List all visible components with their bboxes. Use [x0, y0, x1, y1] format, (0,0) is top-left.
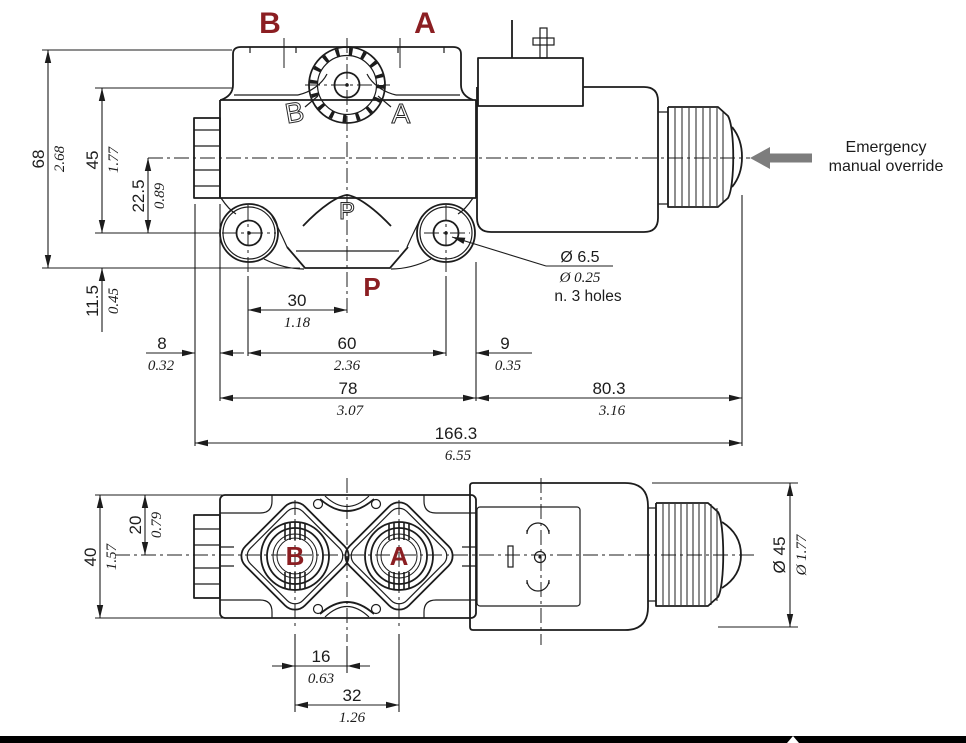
port-b-label-top: B — [259, 7, 281, 40]
dim-height-68: 68 2.68 — [29, 50, 68, 268]
dim-8-mm: 8 — [157, 334, 166, 353]
dim-166-3-inch: 6.55 — [445, 448, 472, 464]
dim-width-8: 8 0.32 — [146, 334, 244, 374]
dim-9-inch: 0.35 — [495, 358, 522, 374]
dim-80-3-mm: 80.3 — [592, 379, 625, 398]
dim-height-45: 45 1.77 — [83, 88, 122, 233]
dim-30-inch: 1.18 — [284, 315, 311, 331]
dim-166-3-mm: 166.3 — [435, 424, 478, 443]
top-view-centerlines — [148, 38, 750, 315]
dim-16-mm: 16 — [312, 647, 331, 666]
port-a-label-bottom: A — [390, 541, 409, 571]
dim-16-inch: 0.63 — [308, 671, 334, 687]
holes-diameter-inch: Ø 0.25 — [559, 270, 601, 286]
dim-width-16: 16 0.63 — [272, 647, 370, 687]
emergency-override-label-line1: Emergency — [846, 139, 927, 156]
dim-diameter-45: Ø 45 Ø 1.77 — [770, 483, 810, 627]
dim-width-166-3: 166.3 6.55 — [195, 424, 742, 464]
holes-callout: Ø 6.5 Ø 0.25 n. 3 holes — [451, 236, 622, 305]
dim-width-80-3: 80.3 3.16 — [476, 379, 742, 419]
engraved-port-a: A — [392, 98, 411, 129]
dim-68-inch: 2.68 — [52, 145, 68, 172]
dim-60-inch: 2.36 — [334, 358, 361, 374]
dim-80-3-inch: 3.16 — [598, 403, 626, 419]
dim-32-mm: 32 — [343, 686, 362, 705]
engraved-port-p: P — [339, 198, 355, 225]
dim-32-inch: 1.26 — [339, 710, 366, 726]
solenoid-coil-bottom — [469, 482, 657, 631]
bottom-view: B A — [81, 478, 810, 726]
dim-width-60: 60 2.36 — [248, 334, 446, 374]
connector-slot — [507, 545, 514, 568]
dim-78-inch: 3.07 — [336, 403, 365, 419]
port-b-bottom — [260, 521, 330, 591]
hex-plug-bottom — [193, 514, 221, 599]
emergency-override-annotation: Emergency manual override — [750, 139, 943, 175]
dim-22-5-mm: 22.5 — [129, 179, 148, 212]
dim-11-5-inch: 0.45 — [106, 287, 122, 314]
port-p-label: P — [363, 272, 380, 302]
dim-height-20: 20 0.79 — [126, 495, 165, 555]
dim-40-inch: 1.57 — [104, 542, 120, 570]
mounting-boss-right — [416, 203, 476, 263]
port-a-label-top: A — [414, 7, 436, 40]
holes-count-note: n. 3 holes — [554, 288, 621, 305]
dim-height-40: 40 1.57 — [81, 495, 120, 618]
solenoid-coil-side — [476, 20, 669, 233]
valve-body-bottom — [219, 494, 477, 619]
center-boss — [308, 46, 386, 124]
dim-width-32: 32 1.26 — [295, 686, 399, 726]
dim-20-inch: 0.79 — [149, 511, 165, 538]
dim-dia45-inch: Ø 1.77 — [794, 533, 810, 576]
dim-30-mm: 30 — [288, 291, 307, 310]
dim-height-22-5: 22.5 0.89 — [129, 158, 168, 233]
din-connector-symbols — [507, 522, 550, 592]
dim-width-9: 9 0.35 — [476, 334, 532, 374]
dim-dia45-mm: Ø 45 — [770, 537, 789, 574]
dim-11-5-mm: 11.5 — [83, 285, 102, 317]
connector-screw — [533, 550, 547, 564]
dim-78-mm: 78 — [339, 379, 358, 398]
port-a-bottom — [364, 521, 434, 591]
emergency-override-label-line2: manual override — [829, 158, 944, 175]
dim-8-inch: 0.32 — [148, 358, 175, 374]
port-b-label-bottom: B — [286, 541, 305, 571]
dim-width-78: 78 3.07 — [220, 379, 476, 419]
engraved-port-b: B — [283, 96, 307, 130]
valve-body-side — [219, 38, 477, 270]
knurled-knob-side — [667, 106, 743, 208]
dim-40-mm: 40 — [81, 548, 100, 567]
din-connector-face — [476, 506, 581, 607]
connector-pin-2 — [532, 27, 555, 59]
holes-diameter-mm: Ø 6.5 — [560, 249, 599, 266]
emergency-override-arrow — [750, 147, 812, 169]
footer-bar-notch — [787, 736, 799, 743]
dim-9-mm: 9 — [500, 334, 509, 353]
knurled-knob-bottom — [655, 502, 742, 607]
top-view: B A P B A P — [29, 7, 943, 464]
top-view-extension-lines — [42, 49, 743, 446]
dim-20-mm: 20 — [126, 516, 145, 535]
dim-width-30: 30 1.18 — [248, 291, 347, 331]
dim-60-mm: 60 — [338, 334, 357, 353]
dim-22-5-inch: 0.89 — [152, 182, 168, 209]
dim-68-mm: 68 — [29, 150, 48, 169]
dim-45-mm: 45 — [83, 151, 102, 170]
footer-bar — [0, 736, 966, 743]
bottom-view-extension-lines — [95, 482, 798, 712]
dim-height-11-5: 11.5 0.45 — [83, 268, 122, 332]
dim-45-inch: 1.77 — [106, 145, 122, 173]
